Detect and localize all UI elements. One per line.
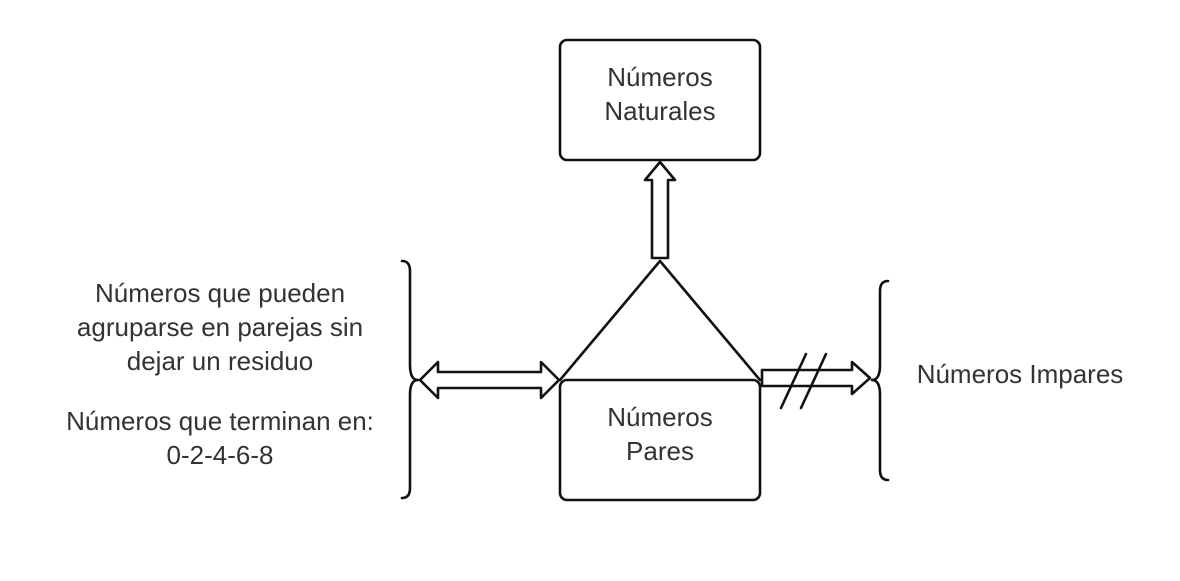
- pares-label: Números Pares: [560, 400, 760, 468]
- left-double-arrow: [418, 360, 561, 400]
- naturales-label: Números Naturales: [560, 60, 760, 128]
- impares-text: Números Impares: [916, 359, 1124, 389]
- pares-line1: Números: [607, 402, 713, 432]
- left-brace: [400, 259, 420, 500]
- strike-line-2: [799, 352, 828, 410]
- left-spacer: [30, 378, 410, 404]
- triangle: [558, 259, 762, 382]
- left-line3: dejar un residuo: [126, 346, 314, 376]
- left-line5: 0-2-4-6-8: [166, 440, 274, 470]
- left-line1: Números que pueden: [94, 278, 346, 308]
- naturales-line1: Números: [607, 62, 713, 92]
- pares-line2: Pares: [626, 436, 694, 466]
- naturales-line2: Naturales: [604, 96, 716, 126]
- pares-box: [558, 378, 762, 502]
- strike-line-1: [779, 352, 808, 410]
- left-description: Números que pueden agruparse en parejas …: [30, 276, 410, 472]
- left-line2: agruparse en parejas sin: [76, 312, 364, 342]
- right-brace: [870, 279, 890, 482]
- left-line4: Números que terminan en:: [66, 406, 374, 436]
- up-arrow: [643, 160, 677, 260]
- naturales-box: [558, 38, 762, 162]
- impares-label: Números Impares: [900, 357, 1140, 391]
